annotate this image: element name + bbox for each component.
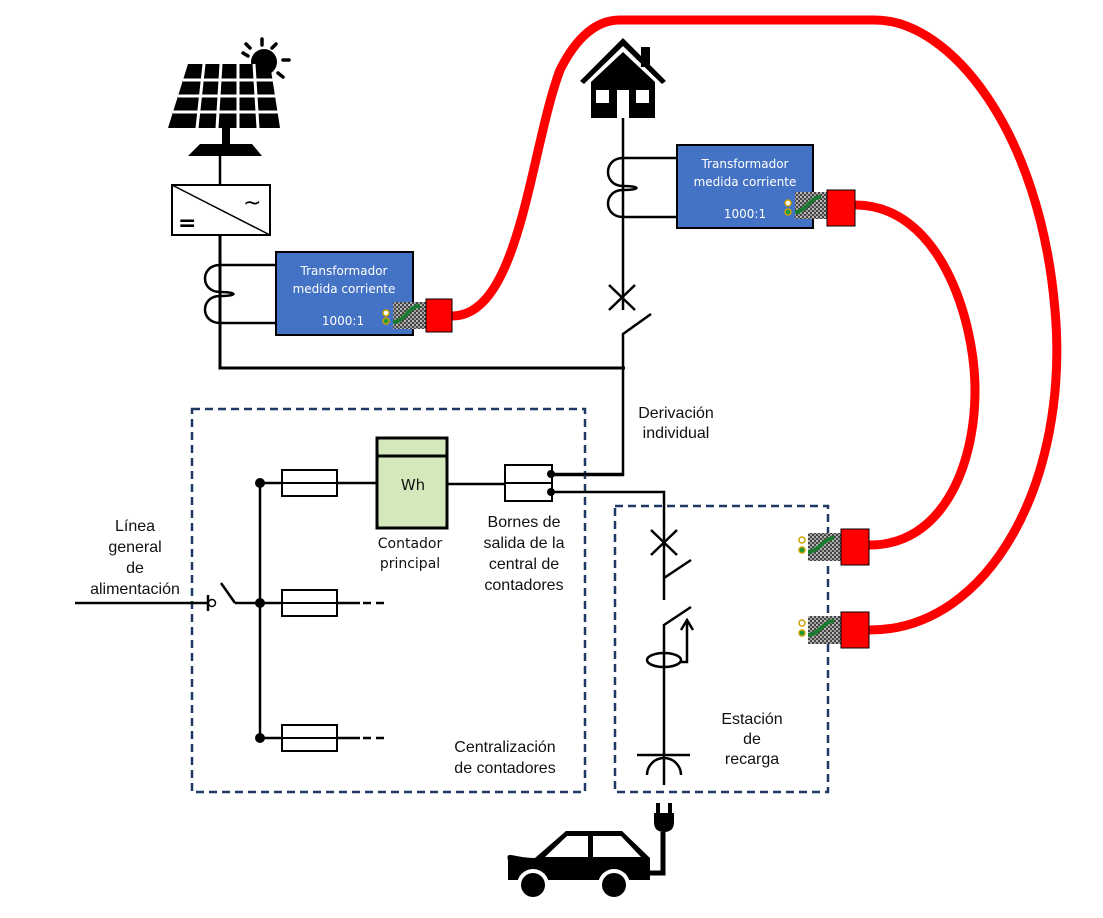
estacion-label-2: de [743, 731, 761, 748]
jack-connector-house[interactable] [784, 189, 856, 227]
ac-symbol: ~ [243, 191, 261, 216]
jack-connector-pv[interactable] [382, 298, 453, 333]
centralizacion-box [190, 407, 587, 794]
bornes-label-1: Bornes de [488, 514, 561, 531]
ct-house-subtitle: medida corriente [694, 175, 797, 189]
red-cable-house-to-station [850, 200, 980, 550]
jack-connector-station-1[interactable] [798, 528, 870, 566]
red-cable-pv-to-station [447, 15, 1062, 635]
current-transformer-house: Transformador medida corriente 1000:1 [676, 144, 814, 229]
current-transformer-coil-house [606, 156, 677, 219]
fuse-row-2 [260, 589, 387, 617]
current-transformer-coil-pv [203, 263, 276, 325]
centralizacion-label-1: Centralización [454, 739, 555, 756]
bornes-label-2: salida de la [484, 535, 565, 552]
linea-label-4: alimentación [90, 581, 180, 598]
dc-symbol: = [178, 211, 196, 236]
jack-connector-station-2[interactable] [798, 611, 870, 649]
circuit-breaker-house [550, 284, 652, 477]
ct-pv-ratio: 1000:1 [322, 314, 364, 328]
estacion-label-1: Estación [721, 711, 782, 728]
estacion-label-3: recarga [725, 751, 779, 768]
centralizacion-label-2: de contadores [454, 760, 555, 777]
plug-icon [650, 803, 674, 876]
meter-label-2: principal [380, 556, 440, 572]
linea-label-1: Línea [115, 518, 155, 535]
ct-house-title: Transformador [701, 157, 789, 171]
current-transformer-pv: Transformador medida corriente 1000:1 [275, 251, 414, 336]
solar-panel-icon [168, 63, 280, 156]
ct-pv-subtitle: medida corriente [293, 282, 396, 296]
derivacion-label-2: individual [643, 425, 710, 442]
output-terminals [504, 464, 555, 502]
ct-pv-title: Transformador [300, 264, 388, 278]
main-switch [219, 582, 260, 605]
station-protection [637, 529, 695, 785]
estacion-box [613, 504, 830, 794]
meter-label-1: Contador [378, 536, 443, 552]
fuse-row-3 [260, 724, 387, 752]
bornes-label-3: central de [489, 556, 559, 573]
ct-house-ratio: 1000:1 [724, 207, 766, 221]
linea-label-3: de [126, 560, 144, 577]
house-icon [580, 38, 666, 118]
main-meter: Wh [375, 436, 449, 530]
dc-ac-inverter-icon: ~ = [171, 184, 271, 236]
electric-car-icon [507, 831, 650, 901]
derivacion-label-1: Derivación [638, 405, 714, 422]
meter-symbol: Wh [401, 476, 425, 494]
linea-label-2: general [108, 539, 161, 556]
bornes-label-4: contadores [484, 577, 563, 594]
fuse-row-1 [260, 469, 377, 497]
